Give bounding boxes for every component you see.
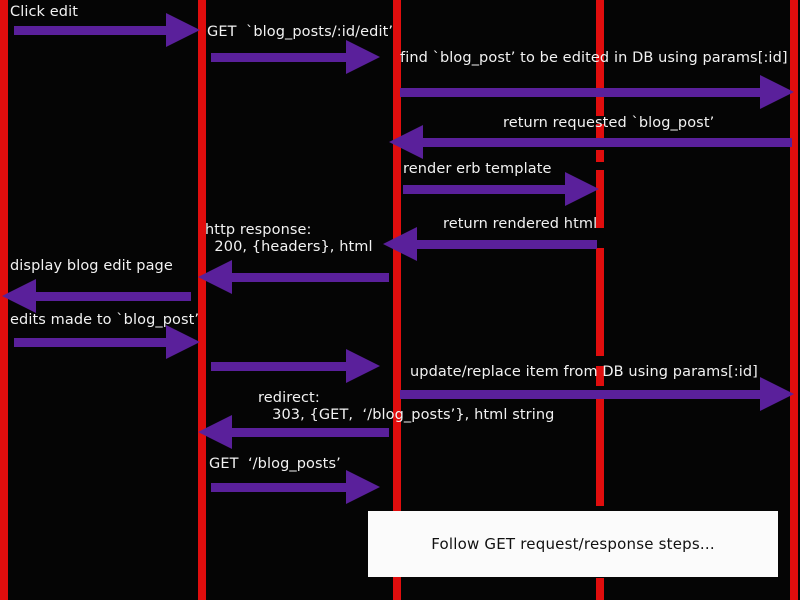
message-label-update-replace-item: update/replace item from DB using params…: [410, 364, 758, 380]
lifeline-browser: [198, 0, 206, 600]
message-label-get-edit-path: GET `blog_posts/:id/edit’: [207, 24, 394, 40]
message-label-return-blog-post: return requested `blog_post’: [503, 115, 715, 131]
lifeline-controller: [596, 0, 604, 600]
lifeline-server: [393, 0, 401, 600]
follow-get-steps-note: Follow GET request/response steps...: [368, 511, 778, 577]
message-label-edits-made: edits made to `blog_post’: [10, 312, 200, 328]
follow-get-steps-note-text: Follow GET request/response steps...: [431, 535, 715, 553]
lifeline-database: [790, 0, 798, 600]
message-label-find-blog-post: find `blog_post’ to be edited in DB usin…: [400, 50, 788, 66]
message-label-redirect: redirect: 303, {GET, ‘/blog_posts’}, htm…: [258, 390, 555, 423]
message-label-display-edit-page: display blog edit page: [10, 258, 173, 274]
message-label-render-erb: render erb template: [403, 161, 552, 177]
message-label-http-response: http response: 200, {headers}, html: [205, 222, 373, 255]
message-label-return-rendered-html: return rendered html: [443, 216, 598, 232]
message-label-click-edit: Click edit: [10, 4, 78, 20]
message-label-get-blog-posts: GET ‘/blog_posts’: [209, 456, 341, 472]
